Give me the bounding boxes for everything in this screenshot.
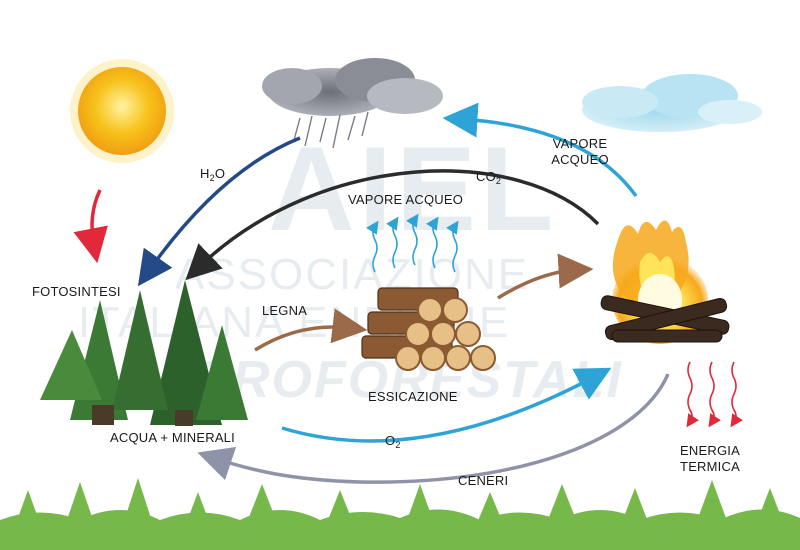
- dry-wood-arrow: [498, 270, 576, 298]
- h2o-arrow: [148, 138, 300, 272]
- fotosintesi-label: FOTOSINTESI: [32, 284, 121, 299]
- campfire-icon: [600, 220, 730, 344]
- legna-label: LEGNA: [262, 303, 307, 318]
- rain-cloud-icon: [262, 58, 443, 148]
- ceneri-label: CENERI: [458, 473, 508, 488]
- o2-arrow: [282, 376, 596, 441]
- legna-arrow: [255, 327, 350, 350]
- fir-trees-icon: [40, 280, 248, 426]
- vapore-acqueo-center-label: VAPORE ACQUEO: [348, 192, 463, 207]
- forest-silhouette: [0, 478, 800, 550]
- red-arrow: [92, 190, 100, 246]
- o2-label: O2: [385, 433, 401, 450]
- heat-wavy-arrows: [688, 362, 736, 422]
- co2-arrow: [198, 171, 598, 268]
- vapore-acqueo-top-label: VAPORE ACQUEO: [540, 136, 620, 168]
- essicazione-label: ESSICAZIONE: [368, 389, 458, 404]
- vapour-wavy-arrows: [373, 219, 457, 272]
- h2o-label: H2O: [200, 166, 225, 183]
- log-pile-icon: [362, 288, 495, 370]
- sun-icon: [70, 59, 174, 163]
- acqua-minerali-label: ACQUA + MINERALI: [110, 430, 235, 445]
- co2-label: CO2: [476, 169, 501, 186]
- energia-termica-label: ENERGIA TERMICA: [670, 443, 750, 475]
- vapour-cloud-icon: [582, 74, 762, 132]
